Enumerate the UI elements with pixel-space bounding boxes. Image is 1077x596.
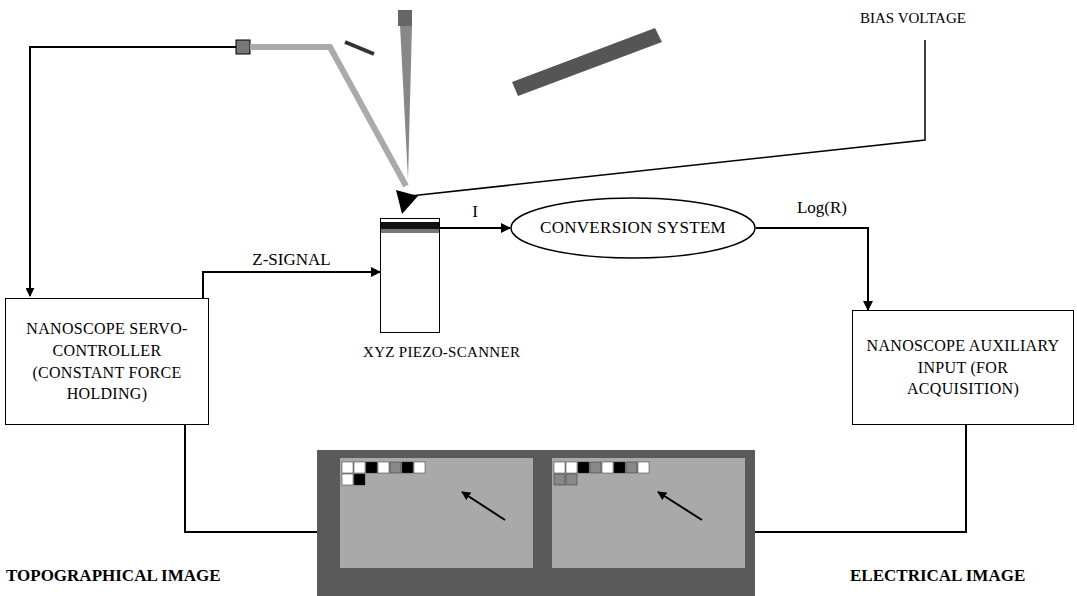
pixel [602,462,613,473]
sample-layer [381,222,439,229]
caption-label: ELECTRICAL IMAGE [850,566,1025,586]
pixel [626,462,637,473]
pixel [614,462,625,473]
pixel [342,474,353,485]
signal-arrow [203,272,380,298]
image-wire [755,425,966,532]
mirror [345,42,374,54]
box-text: NANOSCOPE SERVO-CONTROLLER (CONSTANT FOR… [14,318,200,404]
signal-name: I [470,202,480,222]
pixel [378,462,389,473]
sample-layer [381,229,439,233]
feedback-wire [30,47,236,296]
laser-beam [400,25,412,180]
screen-panel [317,450,755,596]
caption-label: BIAS VOLTAGE [860,10,966,27]
controller-box: NANOSCOPE SERVO-CONTROLLER (CONSTANT FOR… [5,298,209,425]
image-arrow [462,492,505,520]
box-text: CONVERSION SYSTEM [540,217,726,240]
pixel [566,462,577,473]
input-box: NANOSCOPE AUXILIARY INPUT (FOR ACQUISITI… [852,310,1074,425]
pixel-grid [342,462,649,485]
pixel [390,462,401,473]
pixel [414,462,425,473]
image-arrow [658,492,702,520]
signal-name: Log(R) [795,198,849,218]
photo-detector [236,40,250,54]
pixel [354,462,365,473]
signal-name: Z-SIGNAL [250,250,332,270]
bias-wire [410,40,925,196]
caption-label: TOPOGRAPHICAL IMAGE [6,566,221,586]
pixel [590,462,601,473]
pixel [402,462,413,473]
part-label: XYZ PIEZO-SCANNER [363,342,520,362]
probe-tip [396,190,418,214]
pixel [638,462,649,473]
pixel [366,462,377,473]
box-text: NANOSCOPE AUXILIARY INPUT (FOR ACQUISITI… [861,335,1065,400]
pixel [354,474,365,485]
image-frame [552,458,745,568]
image-wire [185,425,317,532]
conversion-ellipse: CONVERSION SYSTEM [510,197,756,259]
pixel [554,462,565,473]
piezo-scanner: XYZ PIEZO-SCANNER [380,218,440,333]
pixel [578,462,589,473]
pixel [566,474,577,485]
pixel [554,474,565,485]
image-frame [340,458,533,568]
laser-head [398,10,412,26]
cantilever [250,47,406,186]
pixel [342,462,353,473]
signal-arrow [440,227,510,229]
signal-arrow [756,228,868,310]
probe-holder [512,28,662,96]
